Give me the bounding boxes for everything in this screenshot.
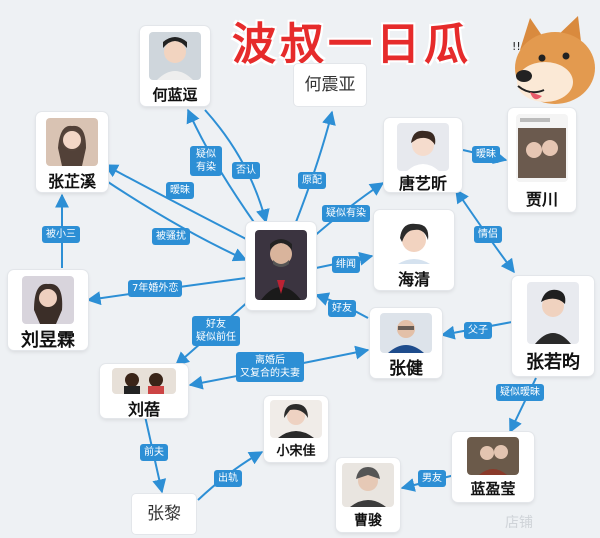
- portrait-icon: [380, 313, 432, 353]
- node-lan-yingying[interactable]: 蓝盈莹: [452, 432, 534, 502]
- watermark: 店铺: [505, 515, 533, 531]
- relation-label: 被骚扰: [152, 228, 190, 245]
- relation-label: 否认: [232, 162, 260, 179]
- node-zhang-jian[interactable]: 张健: [370, 308, 442, 379]
- svg-text:!!: !!: [512, 40, 521, 53]
- node-jia-chuan[interactable]: 贾川: [508, 108, 576, 212]
- node-xiao-songjia[interactable]: 小宋佳: [264, 396, 328, 462]
- node-liu-yufei[interactable]: 刘昱霖: [8, 270, 88, 351]
- node-hai-qing[interactable]: 海清: [374, 210, 454, 290]
- portrait-icon: [22, 276, 74, 324]
- relation-label: 疑似有染: [322, 205, 370, 222]
- node-cao-jun[interactable]: 曹骏: [336, 458, 400, 532]
- relation-label: 前夫: [140, 444, 168, 461]
- portrait-icon: [270, 400, 322, 438]
- relation-label: 父子: [464, 322, 492, 339]
- relation-label: 情侣: [474, 226, 502, 243]
- portrait-icon: [255, 230, 307, 300]
- relation-label: 被小三: [42, 226, 80, 243]
- relation-label: 暧昧: [166, 182, 194, 199]
- node-tang-yixin[interactable]: 唐艺昕: [384, 118, 462, 193]
- person-name: 小宋佳: [276, 444, 316, 459]
- person-name: 海清: [397, 270, 430, 289]
- node-center-wang-xueqi[interactable]: [246, 222, 316, 310]
- edge-center-he-zhenya: [295, 110, 336, 223]
- person-name: 刘蓓: [127, 400, 160, 419]
- relation-label: 原配: [298, 172, 326, 189]
- person-name: 唐艺昕: [398, 174, 447, 193]
- person-name: 张健: [389, 359, 423, 379]
- person-name: 何蓝逗: [152, 86, 198, 104]
- relation-label: 7年婚外恋: [128, 280, 183, 297]
- node-liu-bei[interactable]: 刘蓓: [100, 364, 188, 419]
- portrait-icon: [397, 123, 449, 171]
- relation-label: 疑似暧昧: [496, 384, 544, 401]
- relation-label: 好友: [328, 300, 356, 317]
- portrait-icon: [527, 282, 579, 344]
- shiba-dog-illustration: !!: [512, 16, 595, 104]
- person-name: 贾川: [525, 190, 558, 209]
- portrait-icon: [516, 114, 568, 182]
- node-he-landou[interactable]: 何蓝逗: [140, 26, 210, 106]
- relation-label: 绯闻: [332, 256, 360, 273]
- relation-label: 离婚后 又复合的夫妻: [236, 352, 304, 382]
- portrait-icon: [46, 118, 98, 166]
- edge-center-zhang-zhixi-1: [103, 164, 249, 241]
- relation-label: 疑似有染: [190, 146, 222, 176]
- page-title: 波叔一日瓜: [232, 19, 472, 70]
- portrait-icon: [342, 463, 394, 507]
- person-name: 张若昀: [526, 352, 580, 373]
- relation-label: 出轨: [214, 470, 242, 487]
- person-name: 刘昱霖: [21, 330, 75, 351]
- portrait-icon: [388, 216, 440, 264]
- person-name: 蓝盈莹: [470, 480, 516, 498]
- person-name: 张芷溪: [47, 172, 96, 191]
- relation-label: 暧昧: [472, 146, 500, 163]
- node-zhang-li[interactable]: 张黎: [132, 494, 196, 534]
- node-zhang-ruoyun[interactable]: 张若昀: [512, 276, 594, 376]
- node-he-zhenya[interactable]: 何震亚: [294, 64, 366, 106]
- portrait-icon: [149, 32, 201, 80]
- portrait-icon: [467, 437, 519, 475]
- person-name: 曹骏: [354, 513, 382, 529]
- relation-label: 男友: [418, 470, 446, 487]
- portrait-icon: [112, 368, 176, 394]
- edge-zhang-zhixi-center: [104, 179, 248, 262]
- node-zhang-zhixi[interactable]: 张芷溪: [36, 112, 108, 192]
- relation-label: 好友 疑似前任: [192, 316, 240, 346]
